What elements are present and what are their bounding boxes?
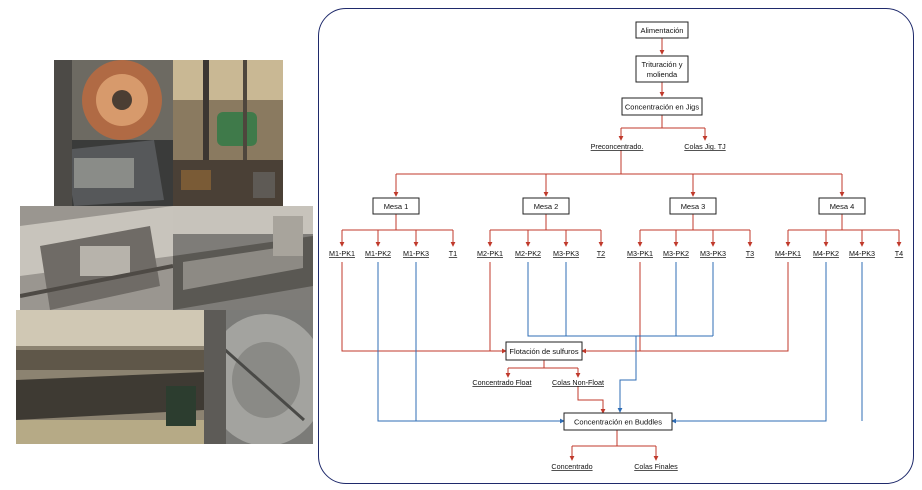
label-m1-pk2: M1-PK2 bbox=[365, 249, 391, 258]
photo-concentration-tables bbox=[16, 310, 204, 444]
label-m4-pk2: M4-PK2 bbox=[813, 249, 839, 258]
label-t1: T1 bbox=[449, 249, 457, 258]
photo-buddle bbox=[204, 310, 313, 444]
label-preconcentrado: Preconcentrado. bbox=[591, 142, 644, 151]
box-concentracion-jigs: Concentración en Jigs bbox=[621, 97, 703, 116]
svg-text:Mesa 1: Mesa 1 bbox=[384, 202, 409, 211]
label-m1-pk1: M1-PK1 bbox=[329, 249, 355, 258]
label-colas-jig: Colas Jig. TJ bbox=[684, 142, 726, 151]
svg-text:Flotación de sulfuros: Flotación de sulfuros bbox=[509, 347, 578, 356]
mesa-branches bbox=[339, 214, 902, 247]
label-m3-pk2: M3-PK2 bbox=[663, 249, 689, 258]
label-m3-pk3: M3-PK3 bbox=[700, 249, 726, 258]
svg-text:Mesa 3: Mesa 3 bbox=[681, 202, 706, 211]
photo-shaking-table bbox=[173, 206, 313, 310]
box-mesa-2: Mesa 2 bbox=[522, 197, 570, 215]
label-m1-pk3: M1-PK3 bbox=[403, 249, 429, 258]
label-concentrado-float: Concentrado Float bbox=[472, 378, 531, 387]
box-concentracion-buddles: Concentración en Buddles bbox=[563, 412, 673, 431]
buddles-feed-lines bbox=[377, 262, 863, 424]
label-t4: T4 bbox=[895, 249, 903, 258]
svg-text:Concentración en Jigs: Concentración en Jigs bbox=[625, 103, 699, 112]
photo-plant-interior bbox=[173, 60, 283, 206]
box-mesa-4: Mesa 4 bbox=[818, 197, 866, 215]
svg-text:Concentración en Buddles: Concentración en Buddles bbox=[574, 418, 662, 427]
photo-ball-mill bbox=[54, 60, 173, 206]
label-m3-pk1: M3-PK1 bbox=[627, 249, 653, 258]
label-concentrado: Concentrado bbox=[551, 462, 592, 471]
svg-text:molienda: molienda bbox=[647, 70, 678, 79]
main-chain-links bbox=[393, 38, 845, 197]
box-flotacion-sulfuros: Flotación de sulfuros bbox=[505, 341, 583, 361]
label-colas-finales: Colas Finales bbox=[634, 462, 678, 471]
svg-text:Mesa 2: Mesa 2 bbox=[534, 202, 559, 211]
label-colas-non-float: Colas Non-Float bbox=[552, 378, 604, 387]
label-t3: T3 bbox=[746, 249, 754, 258]
box-trituracion-molienda: Trituración y molienda bbox=[635, 55, 689, 83]
box-mesa-1: Mesa 1 bbox=[372, 197, 420, 215]
svg-text:Trituración y: Trituración y bbox=[642, 60, 683, 69]
flotation-feed-lines bbox=[341, 262, 789, 461]
label-t2: T2 bbox=[597, 249, 605, 258]
label-m4-pk1: M4-PK1 bbox=[775, 249, 801, 258]
label-m2-pk2: M2-PK2 bbox=[515, 249, 541, 258]
svg-text:Mesa 4: Mesa 4 bbox=[830, 202, 855, 211]
label-m2-pk1: M2-PK1 bbox=[477, 249, 503, 258]
photo-jig-equipment bbox=[20, 206, 173, 310]
label-m2-pk3: M3-PK3 bbox=[553, 249, 579, 258]
svg-text:Alimentación: Alimentación bbox=[641, 26, 684, 35]
label-m4-pk3: M4-PK3 bbox=[849, 249, 875, 258]
box-alimentacion: Alimentación bbox=[635, 21, 689, 39]
box-mesa-3: Mesa 3 bbox=[669, 197, 717, 215]
